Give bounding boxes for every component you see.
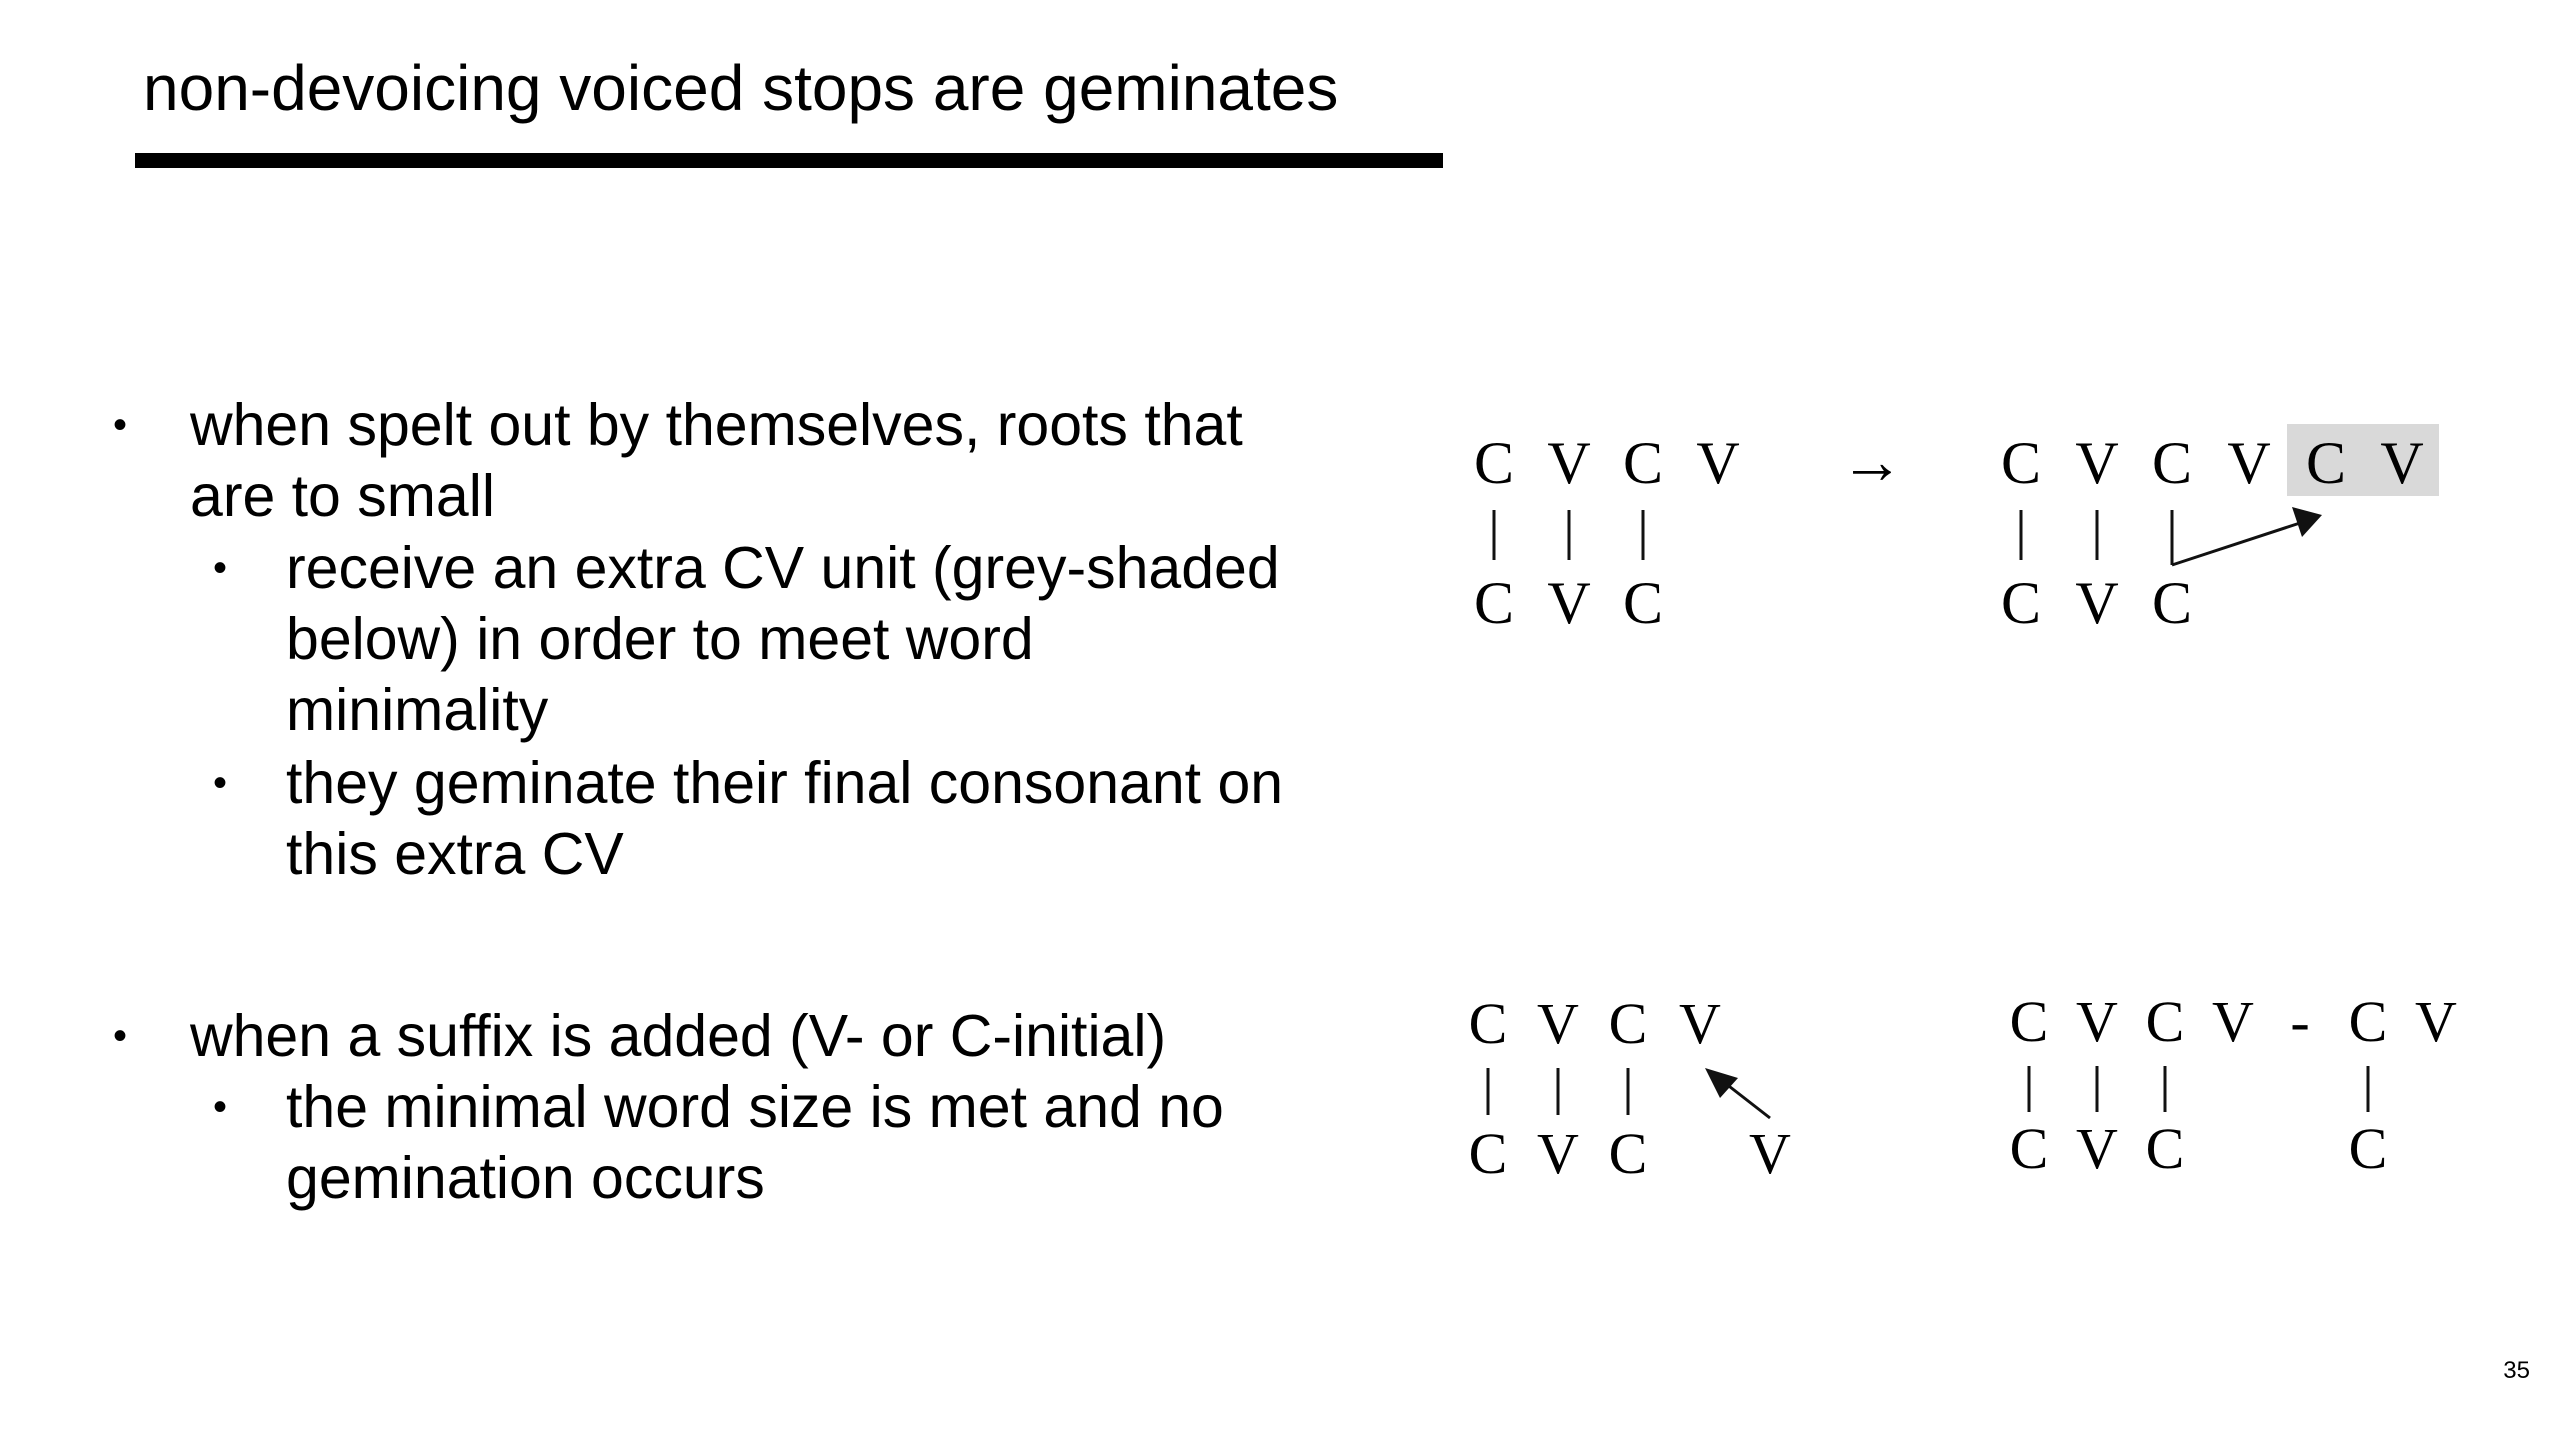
morpheme-boundary: - — [2290, 989, 2309, 1054]
cv-slot-top: V — [2415, 989, 2457, 1054]
melody-segment: C — [2146, 1116, 2185, 1181]
bullet-line: when spelt out by themselves, roots that — [190, 392, 1243, 458]
sub-bullet-marker: • — [213, 546, 228, 590]
cv-slot-top: C — [2010, 989, 2049, 1054]
cv-slot-top: V — [2075, 430, 2118, 496]
sub-bullet-item-2: they geminate their final consonant on t… — [286, 748, 1283, 890]
sub-bullet-item-1: receive an extra CV unit (grey-shaded be… — [286, 533, 1280, 746]
cv-slot-top: C — [2152, 430, 2192, 496]
bullet-line: this extra CV — [286, 821, 624, 887]
melody-segment: V — [2075, 570, 2118, 636]
bullet-line: receive an extra CV unit (grey-shaded — [286, 535, 1280, 601]
melody-segment: V — [1537, 1121, 1579, 1186]
cv-slot-top: V — [2076, 989, 2118, 1054]
bullet-line: gemination occurs — [286, 1145, 765, 1211]
shaded-cv-unit — [2287, 424, 2439, 496]
bullet-line: minimality — [286, 677, 549, 743]
bullet-line: they geminate their final consonant on — [286, 750, 1284, 816]
rightwards-arrow-icon: → — [1840, 426, 1904, 497]
melody-segment: C — [1623, 570, 1663, 636]
cv-slot-shaded: C — [2306, 430, 2346, 496]
cv-slot-top: C — [2349, 989, 2388, 1054]
cv-slot-top: V — [1679, 991, 1721, 1056]
cv-slot-top: V — [2212, 989, 2254, 1054]
cv-slot-top: C — [1609, 991, 1648, 1056]
melody-segment: C — [2001, 570, 2041, 636]
melody-segment: C — [2349, 1116, 2388, 1181]
arrowhead-icon — [1705, 1068, 1738, 1098]
sub-bullet-marker: • — [213, 1085, 228, 1129]
melody-segment: C — [1474, 570, 1514, 636]
title-underline — [135, 153, 1443, 168]
cv-slot-top: C — [2146, 989, 2185, 1054]
melody-segment: C — [2152, 570, 2192, 636]
bullet-item-2: when a suffix is added (V- or C-initial) — [190, 1001, 1166, 1072]
melody-segment: C — [2010, 1116, 2049, 1181]
cv-slot-top: C — [2001, 430, 2041, 496]
melody-segment: C — [1609, 1121, 1648, 1186]
cv-slot-top: C — [1469, 991, 1508, 1056]
spreading-line — [2171, 521, 2301, 567]
cv-slot-top: V — [2227, 430, 2270, 496]
bullet-line: the minimal word size is met and no — [286, 1074, 1224, 1140]
bullet-marker: • — [113, 403, 128, 447]
cv-slot-top: V — [1696, 430, 1739, 496]
cv-slot-top: V — [1547, 430, 1590, 496]
bullet-line: are to small — [190, 463, 495, 529]
sub-bullet-marker: • — [213, 761, 228, 805]
melody-segment: V — [1547, 570, 1590, 636]
sub-bullet-item-3: the minimal word size is met and no gemi… — [286, 1072, 1224, 1214]
slide-title: non-devoicing voiced stops are geminates — [143, 52, 1339, 124]
melody-segment: V — [2076, 1116, 2118, 1181]
cv-slot-top: C — [1623, 430, 1663, 496]
bullet-marker: • — [113, 1014, 128, 1058]
association-arrow-line — [1724, 1081, 1771, 1120]
bullet-line: when a suffix is added (V- or C-initial) — [190, 1003, 1167, 1069]
cv-slot-top: V — [1537, 991, 1579, 1056]
arrowhead-icon — [2292, 507, 2322, 537]
melody-segment: C — [1469, 1121, 1508, 1186]
floating-vowel: V — [1749, 1121, 1791, 1186]
bullet-line: below) in order to meet word — [286, 606, 1034, 672]
cv-slot-shaded: V — [2380, 430, 2423, 496]
bullet-item-1: when spelt out by themselves, roots that… — [190, 390, 1243, 532]
page-number: 35 — [2503, 1357, 2530, 1384]
cv-slot-top: C — [1474, 430, 1514, 496]
